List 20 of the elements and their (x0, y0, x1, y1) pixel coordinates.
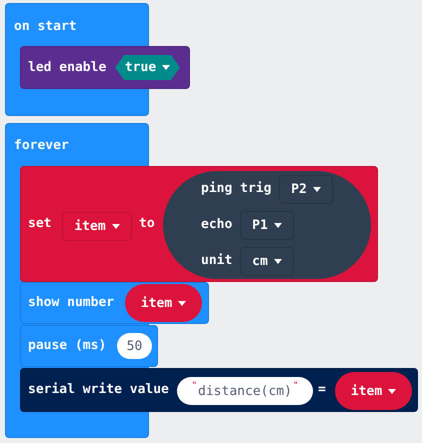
statement-block (20, 368, 418, 412)
block-label: ping trig (201, 181, 272, 197)
block-label: to (139, 216, 155, 232)
block-label: set (28, 216, 52, 232)
block-label: serial write value (28, 382, 169, 398)
block-label: forever (14, 138, 69, 154)
dropdown-field: P1 (240, 211, 294, 240)
block-label: unit (201, 253, 232, 269)
dropdown-field: item (62, 212, 132, 241)
statement-block (20, 166, 378, 282)
block-label: = (318, 382, 326, 398)
dropdown-field: item (335, 372, 412, 410)
dropdown-field: cm (240, 247, 294, 276)
block-label: led enable (28, 60, 106, 76)
dropdown-field: P2 (279, 175, 333, 204)
block-label: echo (201, 217, 232, 233)
block-label: on start (14, 19, 77, 35)
block-label: show number (28, 295, 114, 311)
input-field: "distance(cm)" (177, 377, 313, 405)
block-label: pause (ms) (28, 338, 106, 354)
